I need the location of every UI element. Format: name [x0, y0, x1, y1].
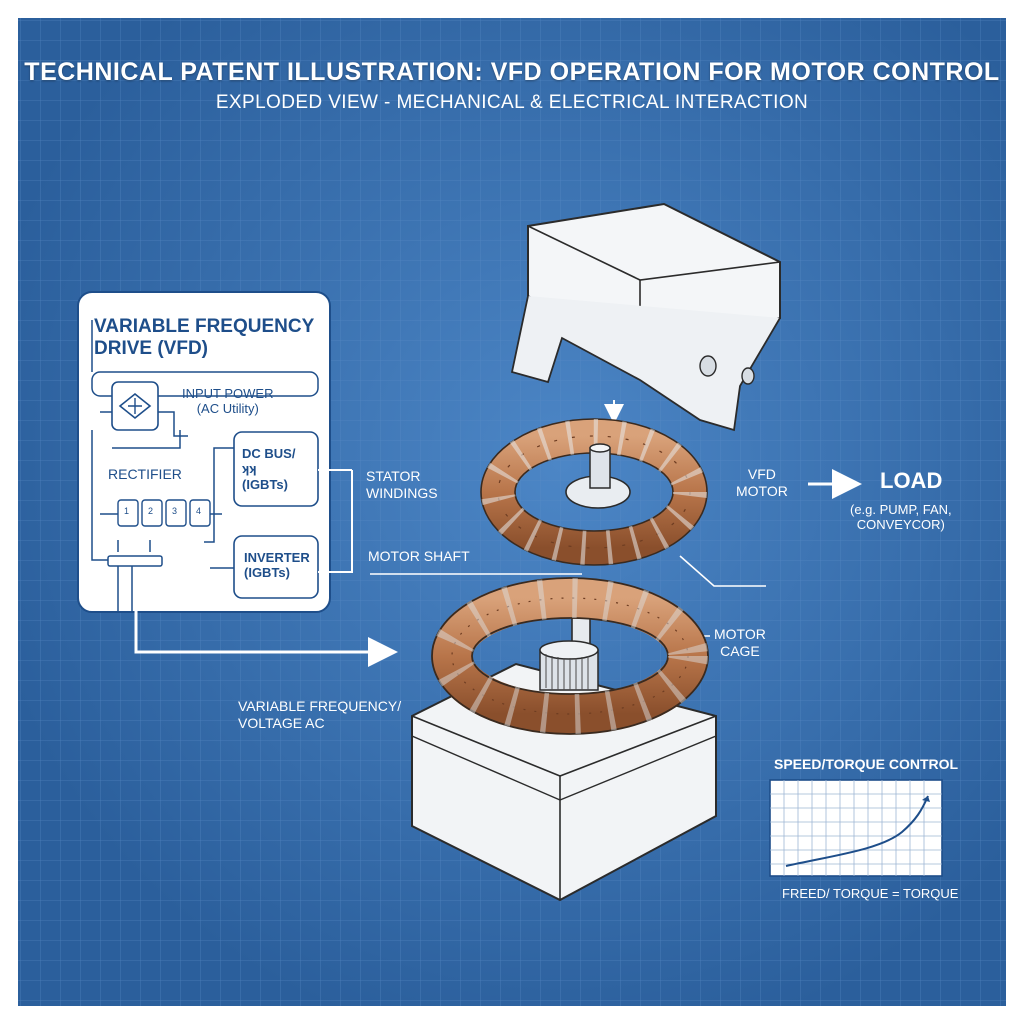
- rectifier-cell: [189, 499, 211, 527]
- motor-cage-label: MOTOR CAGE: [714, 626, 766, 659]
- rectifier-cell: [117, 499, 139, 527]
- motor-shaft-label: MOTOR SHAFT: [368, 548, 470, 564]
- load-examples-label: (e.g. PUMP, FAN, CONVEYCOR): [850, 502, 952, 533]
- diagram-subtitle: EXPLODED VIEW - MECHANICAL & ELECTRICAL …: [215, 92, 809, 113]
- diagram-title: TECHNICAL PATENT ILLUSTRATION: VFD OPERA…: [24, 58, 1000, 86]
- dc-bus-label: DC BUS/ ʞʞ (IGBTs): [242, 446, 296, 492]
- input-power-label: INPUT POWER (AC Utility): [182, 386, 274, 417]
- stator-windings-label: STATOR WINDINGS: [366, 468, 438, 501]
- inverter-label: INVERTER (IGBTs): [244, 550, 310, 581]
- inverter-lead-line: [318, 470, 353, 573]
- inverter-box: [233, 535, 319, 599]
- vfd-output-arrow: [134, 600, 398, 667]
- chart-caption: FREED/ TORQUE = TORQUE: [782, 886, 959, 901]
- load-label: LOAD: [880, 468, 943, 493]
- chart-title: SPEED/TORQUE CONTROL: [774, 756, 959, 772]
- rectifier-label: RECTIFIER: [108, 466, 182, 482]
- rectifier-cell-label: 2: [148, 506, 154, 516]
- vfd-motor-label: VFD MOTOR: [736, 466, 788, 499]
- speed-torque-chart: [769, 779, 943, 877]
- rectifier-cell-label: 4: [196, 506, 202, 516]
- vfd-panel-title: VARIABLE FREQUENCY DRIVE (VFD): [94, 316, 315, 360]
- rectifier-cell-label: 1: [124, 506, 130, 516]
- speed-torque-curve: [785, 795, 929, 867]
- stator-right-line: [679, 555, 766, 587]
- vfd-panel: [77, 291, 331, 613]
- motor-top-cover: [510, 202, 781, 432]
- stator-ring: [480, 418, 708, 566]
- rectifier-cell-label: 3: [172, 506, 178, 516]
- variable-ac-label: VARIABLE FREQUENCY/ VOLTAGE AC: [238, 698, 402, 731]
- motor-cage: [431, 577, 709, 735]
- rectifier-cell: [141, 499, 163, 527]
- rectifier-cell: [165, 499, 187, 527]
